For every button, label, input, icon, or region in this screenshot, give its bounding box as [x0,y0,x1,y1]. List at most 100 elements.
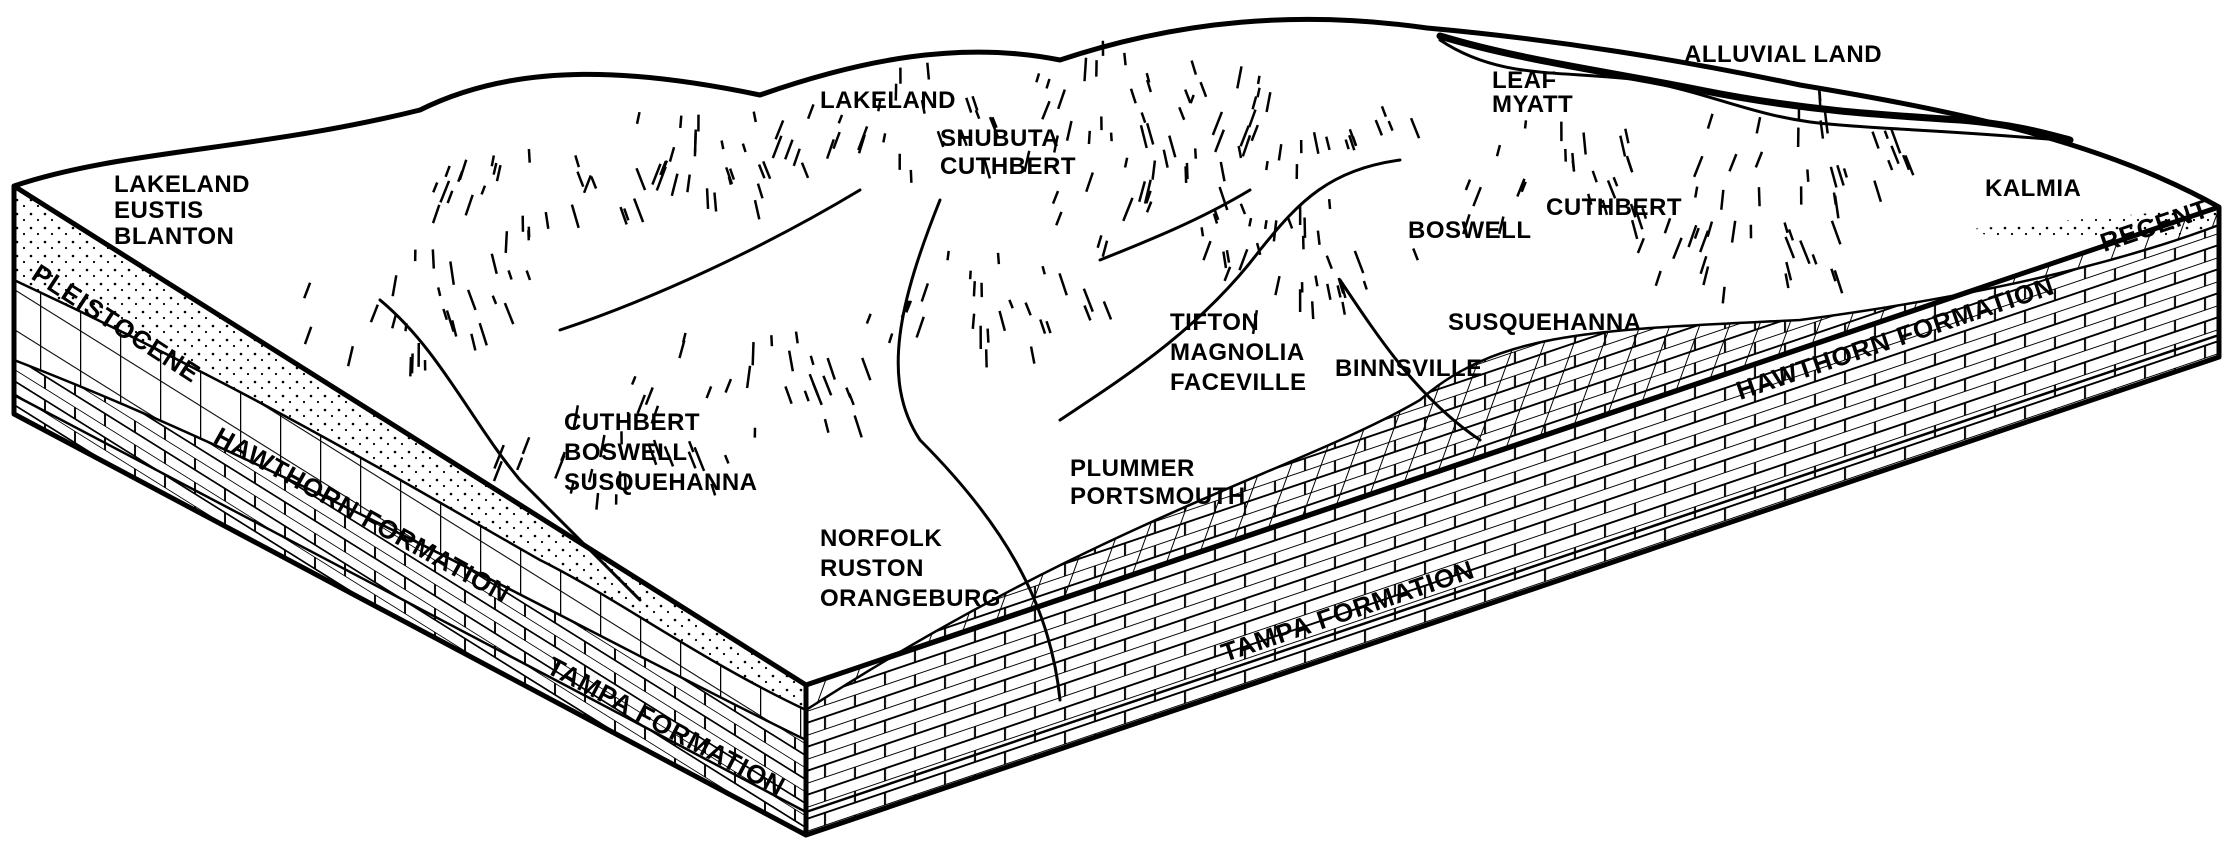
hachure-stroke [1039,319,1047,335]
hachure-stroke [1189,94,1195,104]
hachure-stroke [666,453,675,467]
hachure-stroke [1251,96,1258,110]
hachure-stroke [1871,131,1880,149]
hachure-stroke [1409,117,1421,139]
hachure-stroke [705,385,713,399]
hachure-stroke [1698,230,1710,253]
hachure-stroke [792,148,801,167]
hachure-stroke [1239,125,1250,147]
hachure-stroke [1051,190,1060,205]
hachure-stroke [1625,155,1634,173]
hachure-stroke [1612,176,1619,187]
hachure-stroke [1582,132,1587,155]
hachure-stroke [1755,116,1762,134]
hachure-stroke [728,168,736,181]
hachure-stroke [806,104,815,120]
hachure-stroke [1045,78,1051,89]
hachure-stroke [644,387,654,406]
hachure-stroke [1571,160,1576,171]
hachure-stroke [1904,154,1915,176]
hachure-stroke [1464,179,1472,191]
hachure-stroke [727,176,733,186]
hachure-stroke [1256,75,1261,85]
hachure-stroke [965,97,973,113]
hachure-stroke [1830,220,1842,245]
hachure-stroke [861,357,872,381]
hachure-stroke [1720,189,1725,210]
hachure-stroke [1498,216,1505,235]
soil-label-cuthbert-right: CUTHBERT [1546,194,1682,221]
hachure-stroke [865,313,872,325]
hachure-stroke [1325,136,1331,151]
left-face [13,186,807,835]
hachure-stroke [741,143,747,153]
hachure-stroke [409,356,413,377]
hachure-stroke [466,289,477,311]
hawthorn-layer-right [806,207,2219,710]
soil-label-susquehanna: SUSQUEHANNA [1448,309,1642,336]
hachure-stroke [1495,144,1502,157]
hachure-stroke [1516,178,1526,197]
hachure-stroke [1225,249,1231,263]
hachure-stroke [1721,286,1726,304]
hachure-stroke [887,333,894,344]
hachure-stroke [770,335,774,347]
hachure-stroke [1754,151,1764,168]
hachure-stroke [1140,112,1147,124]
hachure-stroke [1214,129,1226,153]
hachure-stroke [1630,219,1639,240]
hachure-stroke [1730,220,1737,243]
hachure-stroke [431,204,441,224]
hachure-stroke [724,378,733,393]
hachure-stroke [920,99,926,114]
hachure-stroke [710,483,717,496]
hachure-stroke [623,475,627,490]
hachure-stroke [1219,161,1226,182]
hachure-stroke [800,162,810,179]
hachure-stroke [1263,220,1268,230]
hachure-stroke [753,199,761,220]
hachure-stroke [1341,301,1347,315]
soil-label-tifton-magnolia-faceville: TIFTON MAGNOLIA FACEVILLE [1170,309,1311,396]
hachure-stroke [1472,186,1482,207]
hachure-stroke [480,185,487,195]
hachure-stroke [1702,266,1710,286]
hachure-stroke [1236,66,1243,89]
hachure-stroke [1277,143,1283,161]
hachure-stroke [369,304,379,323]
hachure-stroke [1633,205,1644,230]
hachure-stroke [303,282,312,299]
hachure-stroke [1601,199,1609,216]
hachure-stroke [900,300,910,318]
hachure-stroke [687,440,695,453]
hachure-stroke [1212,213,1219,224]
hachure-stroke [1185,162,1189,180]
hachure-stroke [632,198,645,223]
hachure-stroke [1586,193,1593,206]
hachure-stroke [687,451,697,469]
hachure-stroke [971,95,979,111]
hachure-stroke [527,149,531,163]
hachure-stroke [445,310,455,333]
hachure-stroke [983,159,992,179]
hachure-stroke [853,415,863,438]
hachure-stroke [882,133,887,143]
hachure-stroke [1102,300,1113,320]
hachure-stroke [1783,222,1789,234]
hachure-stroke [1129,88,1137,104]
hachure-stroke [1757,187,1761,207]
hachure-stroke [705,188,710,209]
hachure-stroke [493,444,505,469]
hachure-stroke [587,468,594,483]
hachure-stroke [1310,301,1315,320]
hachure-stroke [774,119,785,140]
soil-label-lakeland-eustis-blanton: LAKELAND EUSTIS BLANTON [114,171,257,250]
hachure-stroke [1799,240,1811,265]
hachure-stroke [1223,266,1232,282]
hachure-stroke [442,308,449,321]
hachure-stroke [1193,148,1198,159]
hachure-stroke [650,405,660,424]
hachure-stroke [1265,160,1269,171]
hachure-stroke [1143,179,1152,204]
